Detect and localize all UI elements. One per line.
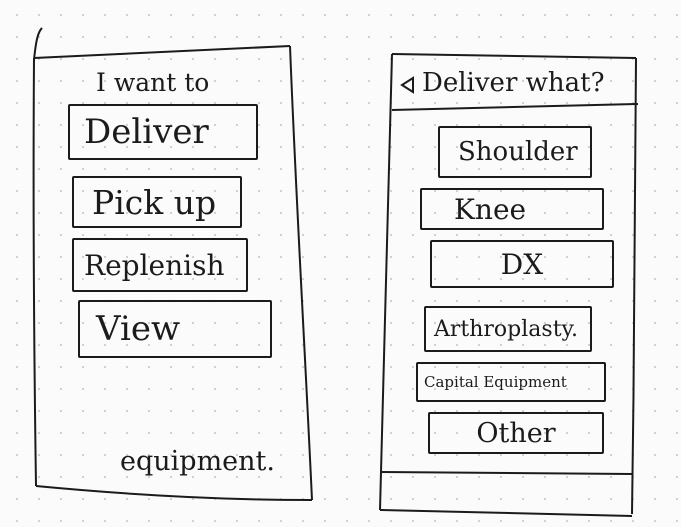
right-frame-left: [379, 53, 393, 511]
pick-up-button[interactable]: Pick up: [72, 176, 242, 228]
view-button[interactable]: View: [78, 300, 272, 358]
left-frame-bottom: [35, 485, 313, 501]
left-frame-left: [32, 57, 37, 487]
right-header-divider: [391, 103, 639, 111]
left-heading: I want to: [96, 68, 210, 97]
option-arthroplasty-button[interactable]: Arthroplasty.: [424, 306, 592, 352]
right-frame-top: [391, 53, 637, 59]
right-title: Deliver what?: [422, 68, 605, 98]
left-frame-top: [33, 45, 291, 59]
right-frame-right: [631, 57, 637, 515]
option-dx-button[interactable]: DX: [430, 240, 614, 288]
option-shoulder-button[interactable]: Shoulder: [438, 126, 592, 178]
option-capital-equipment-button[interactable]: Capital Equipment: [416, 362, 606, 402]
left-frame-corner: [33, 27, 43, 61]
back-triangle-icon[interactable]: [400, 76, 416, 94]
replenish-button[interactable]: Replenish: [72, 238, 248, 292]
deliver-button[interactable]: Deliver: [68, 104, 258, 160]
option-knee-button[interactable]: Knee: [420, 188, 604, 230]
left-frame-right: [289, 45, 313, 501]
option-other-button[interactable]: Other: [428, 412, 604, 454]
left-footer-text: equipment.: [120, 446, 275, 477]
right-footer-divider: [379, 471, 633, 475]
right-frame-bottom: [379, 509, 633, 517]
